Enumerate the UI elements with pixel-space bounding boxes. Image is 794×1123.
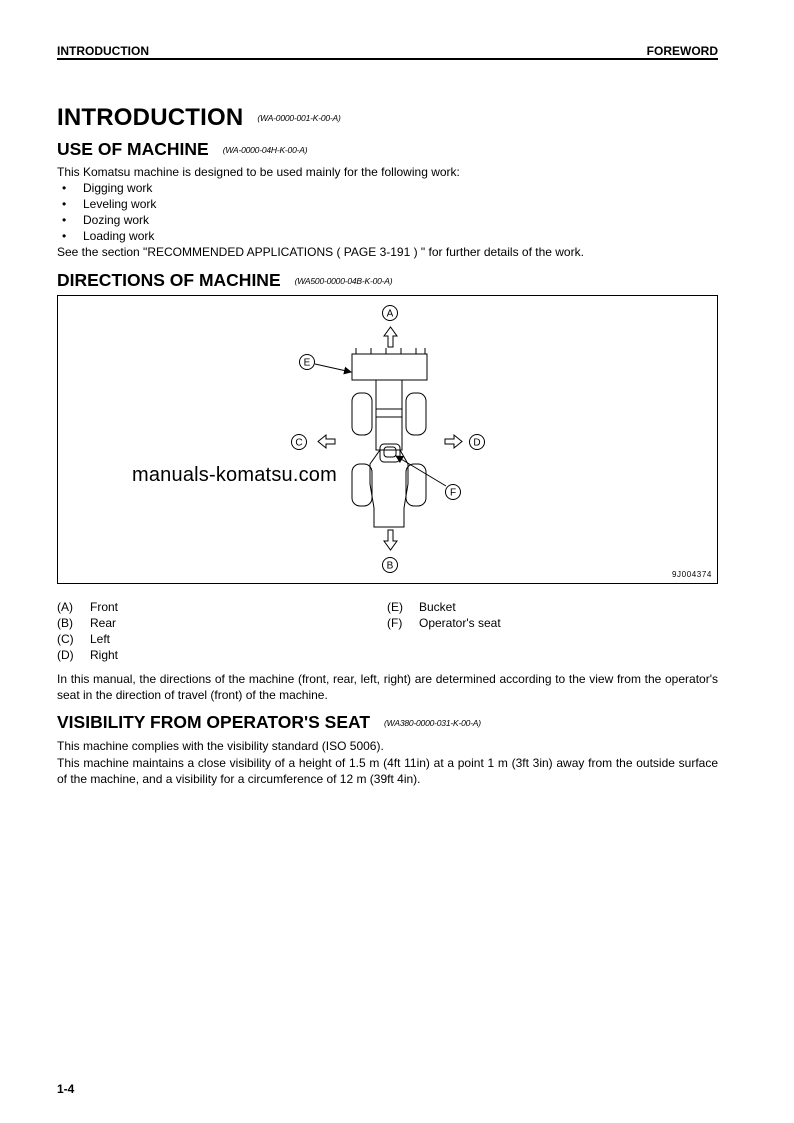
directions-paragraph: In this manual, the directions of the ma… [57, 672, 718, 702]
header-chapter-title: FOREWORD [646, 44, 718, 58]
use-intro-text: This Komatsu machine is designed to be u… [57, 165, 460, 179]
section-code: (WA380-0000-031-K-00-A) [384, 718, 481, 728]
section-heading-text: USE OF MACHINE [57, 139, 209, 159]
list-item: Loading work [83, 229, 155, 243]
front-left-tire [351, 392, 373, 436]
bucket-leader-line [314, 363, 352, 375]
legend-key: (C) [57, 632, 74, 646]
seat-leader-line [395, 455, 447, 487]
bucket-shape [351, 353, 428, 381]
legend-label: Right [90, 648, 119, 662]
label-b: B [387, 561, 394, 572]
legend-label: Rear [90, 616, 117, 630]
section-heading-directions: DIRECTIONS OF MACHINE (WA500-0000-04B-K-0… [57, 270, 393, 291]
section-heading-use-of-machine: USE OF MACHINE (WA-0000-04H-K-00-A) [57, 139, 308, 160]
section-code: (WA-0000-04H-K-00-A) [222, 145, 308, 155]
legend-label: Bucket [419, 600, 456, 614]
section-heading-text: VISIBILITY FROM OPERATOR'S SEAT [57, 712, 371, 732]
visibility-line-1: This machine complies with the visibilit… [57, 739, 384, 753]
bullet-icon: • [62, 229, 67, 243]
section-code: (WA500-0000-04B-K-00-A) [294, 276, 393, 286]
page-title-text: INTRODUCTION [57, 104, 244, 131]
watermark-text: manuals-komatsu.com [132, 464, 337, 486]
list-item: Leveling work [83, 197, 157, 211]
bullet-icon: • [62, 213, 67, 227]
label-a: A [387, 309, 394, 320]
label-c: C [295, 438, 302, 449]
arrow-front-icon [383, 326, 398, 348]
header-rule [57, 58, 718, 60]
cab-shape [379, 443, 401, 463]
page-title-code: (WA-0000-001-K-00-A) [257, 113, 341, 123]
header-section-title: INTRODUCTION [57, 44, 149, 58]
legend-key: (E) [387, 600, 403, 614]
label-f: F [450, 488, 456, 499]
figure-id: 9J004374 [672, 570, 712, 579]
legend-key: (A) [57, 600, 73, 614]
bullet-icon: • [62, 197, 67, 211]
section-heading-text: DIRECTIONS OF MACHINE [57, 270, 281, 290]
legend-key: (B) [57, 616, 73, 630]
legend-label: Operator's seat [419, 616, 501, 630]
label-e: E [304, 358, 311, 369]
front-frame-shape [375, 379, 403, 451]
label-d: D [473, 438, 480, 449]
arrow-left-icon [317, 433, 336, 450]
legend-key: (D) [57, 648, 74, 662]
bullet-icon: • [62, 181, 67, 195]
page-number: 1-4 [57, 1082, 75, 1096]
visibility-line-2: This machine maintains a close visibilit… [57, 756, 718, 786]
legend-key: (F) [387, 616, 403, 630]
operator-seat-shape [383, 446, 397, 458]
rear-body-shape [369, 449, 409, 528]
arrow-rear-icon [383, 529, 398, 551]
page-title: INTRODUCTION (WA-0000-001-K-00-A) [57, 104, 341, 132]
rear-right-tire [405, 463, 427, 507]
see-also-text: See the section "RECOMMENDED APPLICATION… [57, 245, 584, 259]
list-item: Dozing work [83, 213, 150, 227]
rear-left-tire [351, 463, 373, 507]
machine-directions-figure: A B C D E F [57, 295, 718, 584]
legend-label: Left [90, 632, 111, 646]
machine-top-view-diagram: A B C D E F [291, 305, 485, 573]
arrow-right-icon [444, 433, 463, 450]
list-item: Digging work [83, 181, 153, 195]
legend-label: Front [90, 600, 119, 614]
section-heading-visibility: VISIBILITY FROM OPERATOR'S SEAT (WA380-00… [57, 712, 481, 733]
front-right-tire [405, 392, 427, 436]
